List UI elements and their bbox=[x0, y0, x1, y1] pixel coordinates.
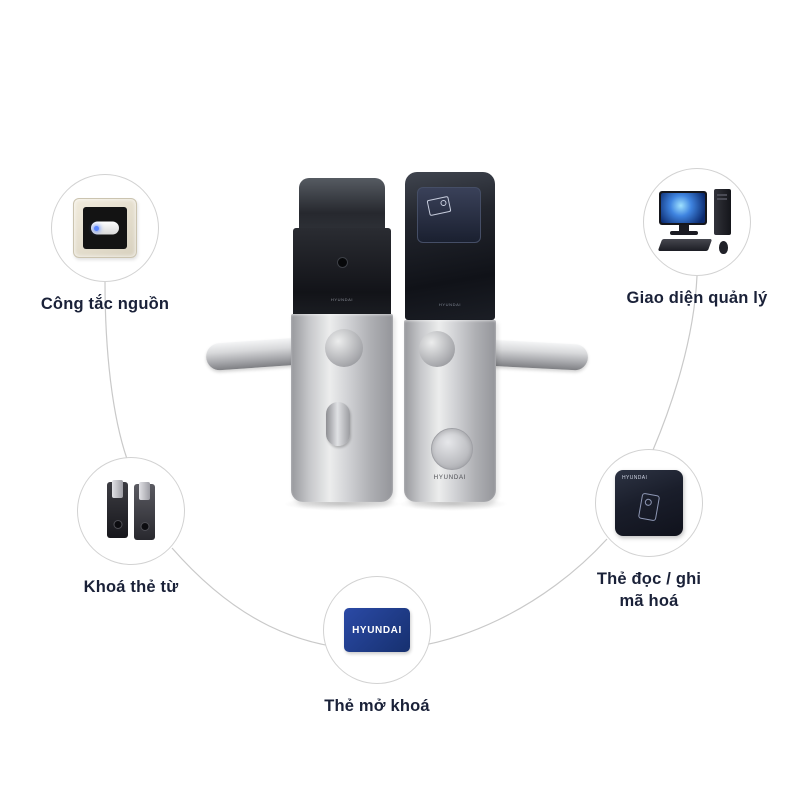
pc-tower-icon bbox=[714, 189, 731, 235]
left-lock-brand-text: HYUNDAI bbox=[330, 297, 354, 302]
fob-slot bbox=[113, 520, 122, 529]
power-switch-icon bbox=[73, 198, 137, 258]
pc-monitor-icon bbox=[659, 191, 707, 225]
card-encoder-icon: HYUNDAI bbox=[615, 470, 683, 536]
power-led-icon bbox=[94, 225, 99, 231]
fob-slot bbox=[140, 522, 149, 531]
feature-management-ui: Giao diện quản lý bbox=[607, 168, 787, 309]
left-lock-sensor-dot bbox=[337, 257, 348, 268]
feature-encoder: HYUNDAI Thẻ đọc / ghi mã hoá bbox=[559, 449, 739, 613]
encoder-brand-text: HYUNDAI bbox=[622, 475, 648, 481]
mouse-icon bbox=[719, 241, 728, 254]
computer-icon bbox=[657, 189, 735, 255]
left-lock-top-cap bbox=[299, 178, 385, 232]
key-fob-light bbox=[134, 482, 155, 540]
pc-stand bbox=[679, 225, 689, 232]
encoder-card-outline bbox=[637, 492, 661, 522]
unlock-card-circle: HYUNDAI bbox=[323, 576, 431, 684]
right-lock-panel-brand-text: HYUNDAI bbox=[438, 302, 462, 307]
management-ui-circle bbox=[643, 168, 751, 276]
feature-label-power-switch: Công tắc nguồn bbox=[40, 295, 170, 313]
right-lock-brand-text: HYUNDAI bbox=[433, 475, 467, 481]
pc-screen bbox=[661, 193, 705, 223]
feature-label-management-ui: Giao diện quản lý bbox=[626, 289, 768, 307]
key-card-brand-text: HYUNDAI bbox=[352, 624, 402, 636]
encoder-label-line1: Thẻ đọc / ghi bbox=[596, 570, 702, 588]
left-lock-thumbturn bbox=[326, 402, 350, 446]
encoder-label-line2: mã hoá bbox=[619, 592, 679, 611]
power-switch-panel bbox=[83, 207, 127, 249]
feature-card-lock: Khoá thẻ từ bbox=[41, 457, 221, 598]
fob-clip bbox=[139, 482, 150, 500]
key-fob-dark bbox=[107, 480, 128, 538]
pc-base bbox=[670, 231, 698, 235]
power-switch-circle bbox=[51, 174, 159, 282]
feature-label-encoder: Thẻ đọc / ghi mã hoá bbox=[559, 568, 739, 613]
feature-label-unlock-card: Thẻ mở khoá bbox=[324, 697, 430, 715]
right-lock-cylinder bbox=[431, 428, 473, 470]
key-fobs-icon bbox=[98, 479, 164, 543]
feature-unlock-card: HYUNDAI Thẻ mở khoá bbox=[287, 576, 467, 717]
keyboard-icon bbox=[657, 239, 713, 251]
feature-power-switch: Công tắc nguồn bbox=[15, 174, 195, 315]
fob-clip bbox=[112, 480, 123, 498]
encoder-circle: HYUNDAI bbox=[595, 449, 703, 557]
key-card-icon: HYUNDAI bbox=[344, 608, 410, 652]
left-lock-black-panel bbox=[293, 228, 391, 314]
right-lock-card-reader-window bbox=[417, 187, 481, 243]
right-lock-handle-hub bbox=[419, 331, 455, 367]
power-switch-rocker bbox=[91, 221, 119, 235]
card-lock-circle bbox=[77, 457, 185, 565]
left-lock-handle-hub bbox=[325, 329, 363, 367]
feature-label-card-lock: Khoá thẻ từ bbox=[83, 578, 179, 596]
